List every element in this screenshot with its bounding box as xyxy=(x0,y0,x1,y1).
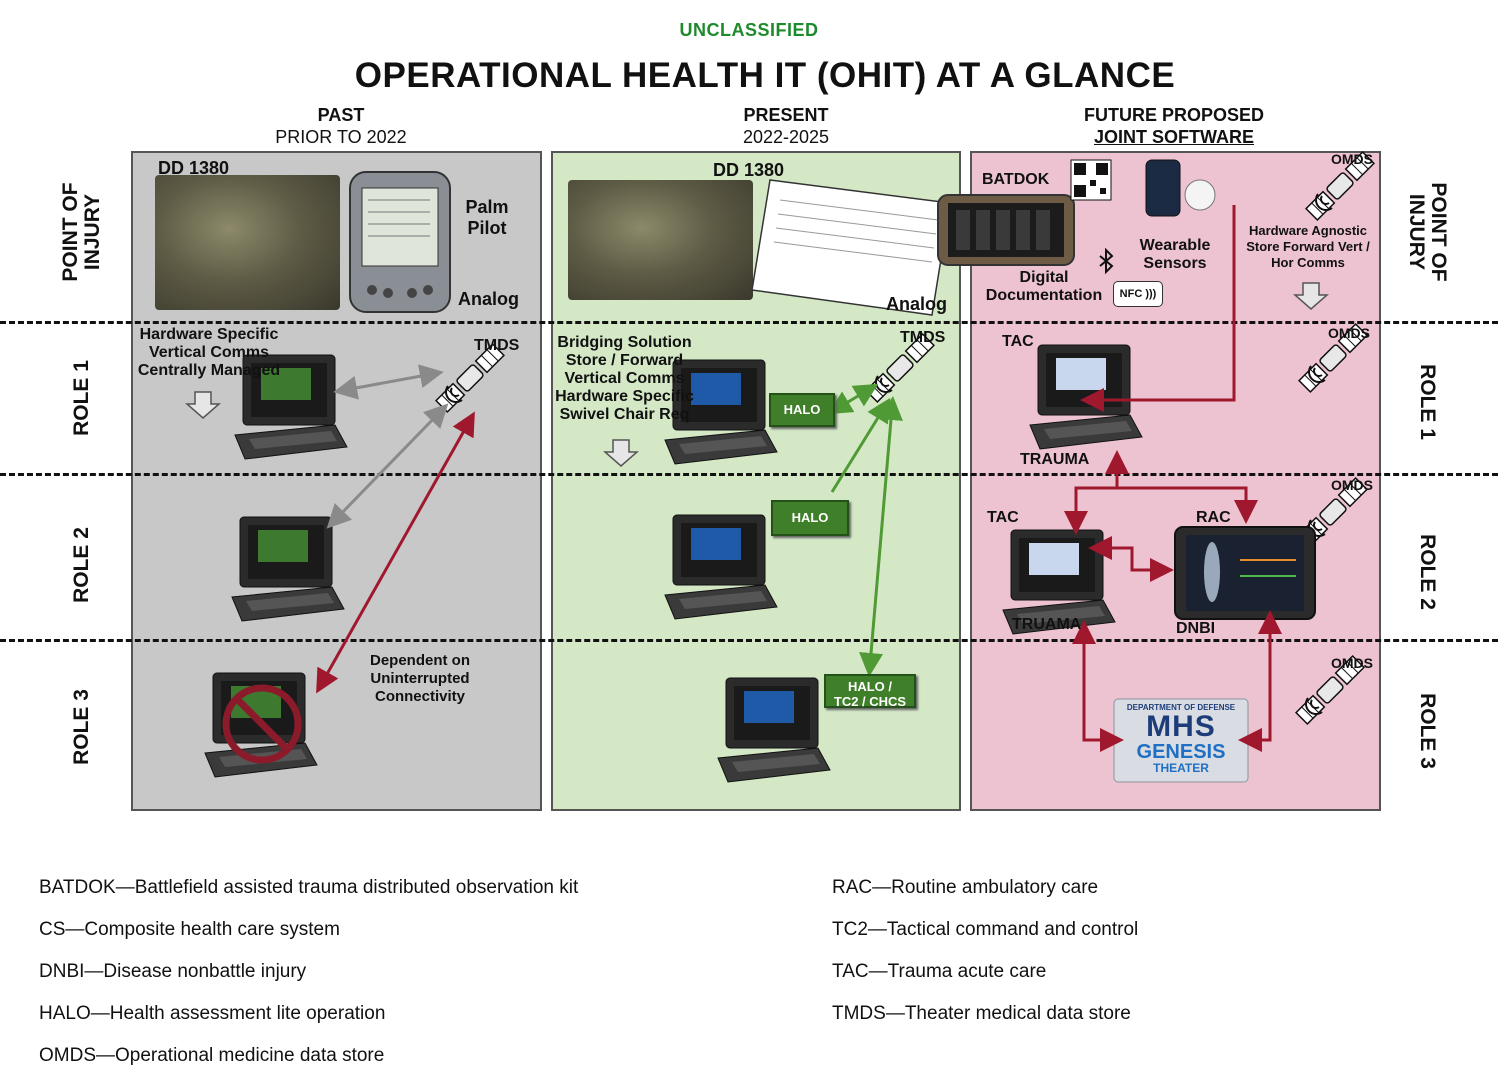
legend-item: TAC—Trauma acute care xyxy=(832,961,1047,982)
genesis-label: GENESIS xyxy=(1136,741,1226,763)
mc4-logo-role1 xyxy=(261,368,311,400)
analog-label-present: Analog xyxy=(886,294,947,314)
row-divider-1 xyxy=(0,321,1498,324)
present-role1-note: Bridging Solution Store / Forward Vertic… xyxy=(555,334,694,423)
omds-label-role2: OMDS xyxy=(1331,477,1373,493)
column-subtitle-present: 2022-2025 xyxy=(742,127,830,147)
legend-item: TMDS—Theater medical data store xyxy=(832,1003,1131,1024)
column-subtitle-past: PRIOR TO 2022 xyxy=(275,127,407,147)
wearable-sensor-icon xyxy=(1145,159,1181,217)
wearable-sensor-disc-icon xyxy=(1184,179,1216,211)
mhs-label: MHS xyxy=(1146,710,1216,743)
tablet-icon-rac xyxy=(1174,526,1316,620)
tac-label-role2: TAC xyxy=(987,509,1019,526)
prohibited-icon xyxy=(222,684,302,764)
digital-documentation-label: Digital Documentation xyxy=(985,269,1103,304)
legend-item: TC2—Tactical command and control xyxy=(832,919,1139,940)
halo-badge-role3-line2: TC2 / CHCS xyxy=(833,694,907,709)
page-title: OPERATIONAL HEALTH IT (OHIT) AT A GLANCE xyxy=(354,56,1176,95)
bluetooth-icon xyxy=(1099,247,1114,275)
halo-badge-role1: HALO xyxy=(769,393,835,427)
trauma-label-role1: TRAUMA xyxy=(1020,451,1090,468)
palm-pilot-label: Palm Pilot xyxy=(465,197,509,238)
legend-item: OMDS—Operational medicine data store xyxy=(39,1045,385,1066)
tac-label-role1: TAC xyxy=(1002,333,1034,350)
legend-item: HALO—Health assessment lite operation xyxy=(39,1003,386,1024)
dnbi-label: DNBI xyxy=(1176,620,1216,637)
past-role3-note: Dependent on Uninterrupted Connectivity xyxy=(370,652,470,705)
column-title-present: PRESENT xyxy=(743,105,829,125)
future-poi-note: Hardware Agnostic Store Forward Vert / H… xyxy=(1246,223,1370,270)
legend-item: DNBI—Disease nonbattle injury xyxy=(39,961,307,982)
classification-label: UNCLASSIFIED xyxy=(679,20,819,40)
column-header-past: PAST PRIOR TO 2022 xyxy=(191,104,491,148)
halo-badge-role2: HALO xyxy=(771,500,849,536)
legend-right: RAC—Routine ambulatory care TC2—Tactical… xyxy=(832,877,1138,1025)
down-arrow-icon-future xyxy=(1294,282,1328,310)
mhs-genesis-text: DEPARTMENT OF DEFENSE MHS GENESIS THEATE… xyxy=(1114,703,1248,775)
column-title-past: PAST xyxy=(317,105,365,125)
dd1380-label-past: DD 1380 xyxy=(158,158,230,178)
tmds-label-past: TMDS xyxy=(474,337,520,354)
palm-pilot-icon xyxy=(349,171,451,313)
row-divider-3 xyxy=(0,639,1498,642)
omds-label-role1: OMDS xyxy=(1328,325,1370,341)
theater-label: THEATER xyxy=(1153,761,1209,775)
column-header-present: PRESENT 2022-2025 xyxy=(636,104,936,148)
soldier-photo-past xyxy=(155,175,340,310)
halo-badge-role3-line1: HALO / xyxy=(847,679,893,694)
wearable-sensors-label: Wearable Sensors xyxy=(1139,237,1211,272)
dd1380-label-present: DD 1380 xyxy=(713,160,785,180)
legend-item: CS—Composite health care system xyxy=(39,919,340,940)
column-title-future: FUTURE PROPOSED xyxy=(1083,105,1265,125)
past-role1-note: Hardware Specific Vertical Comms Central… xyxy=(137,326,281,379)
legend-item: BATDOK—Battlefield assisted trauma distr… xyxy=(39,877,579,898)
batdok-device-icon xyxy=(937,194,1075,266)
down-arrow-icon-present xyxy=(604,439,638,467)
mhs-dept-label: DEPARTMENT OF DEFENSE xyxy=(1126,703,1236,712)
halo-badge-role3: HALO / TC2 / CHCS xyxy=(824,674,916,709)
tmds-label-present: TMDS xyxy=(900,329,946,346)
truama-label-role2: TRUAMA xyxy=(1012,616,1082,633)
dd1380-form-icon xyxy=(751,179,951,316)
legend-item: RAC—Routine ambulatory care xyxy=(832,877,1099,898)
rac-label: RAC xyxy=(1196,509,1231,526)
analog-label-past: Analog xyxy=(458,289,519,309)
column-header-future: FUTURE PROPOSED JOINT SOFTWARE xyxy=(1024,104,1324,148)
omds-label-role3: OMDS xyxy=(1331,655,1373,671)
soldier-photo-present xyxy=(568,180,753,300)
mc4-logo-role2 xyxy=(258,530,308,562)
batdok-label: BATDOK xyxy=(982,171,1050,188)
nfc-icon: NFC ))) xyxy=(1113,281,1163,307)
qr-code-icon xyxy=(1070,159,1112,201)
legend-left: BATDOK—Battlefield assisted trauma distr… xyxy=(39,877,578,1067)
omds-label-poi: OMDS xyxy=(1331,151,1373,167)
nfc-label: NFC xyxy=(1119,288,1143,300)
down-arrow-icon-past xyxy=(186,391,220,419)
column-subtitle-future: JOINT SOFTWARE xyxy=(1093,127,1254,147)
row-divider-2 xyxy=(0,473,1498,476)
